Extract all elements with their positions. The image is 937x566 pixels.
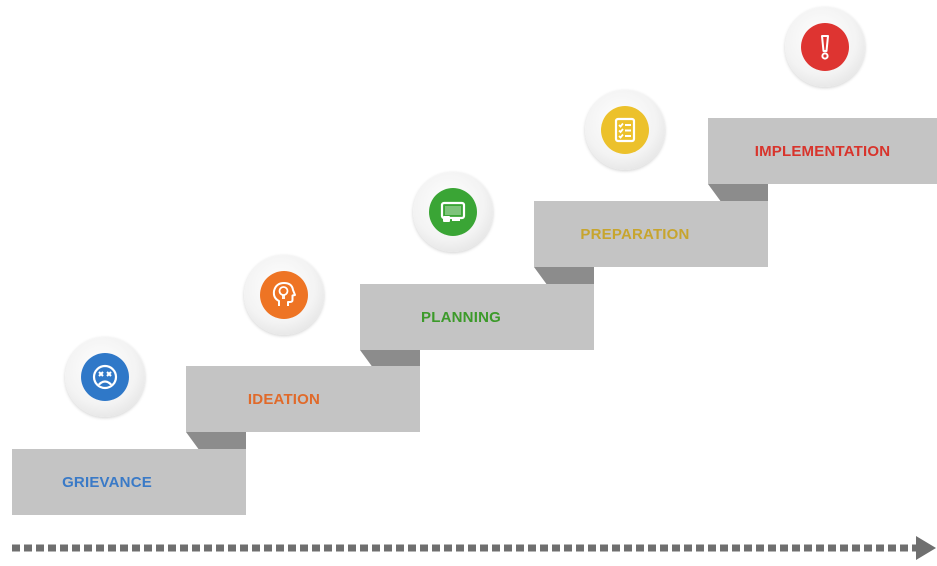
exclamation-icon bbox=[821, 35, 829, 60]
step-face-4 bbox=[534, 201, 768, 267]
sad-face-icon bbox=[92, 364, 118, 390]
badge-ideation bbox=[244, 255, 324, 335]
badge-planning bbox=[413, 172, 493, 252]
badge-implementation bbox=[785, 7, 865, 87]
step-face-5 bbox=[708, 118, 937, 184]
checklist-icon bbox=[614, 117, 636, 143]
step-label-preparation: PREPARATION bbox=[580, 225, 690, 243]
step-face-2 bbox=[186, 366, 420, 432]
head-lightbulb-icon bbox=[272, 282, 296, 306]
timeline-arrowhead bbox=[916, 536, 936, 560]
badge-grievance bbox=[65, 337, 145, 417]
badge-preparation bbox=[585, 90, 665, 170]
step-label-planning: PLANNING bbox=[421, 308, 501, 326]
step-label-ideation: IDEATION bbox=[247, 390, 321, 408]
step-face-1 bbox=[12, 449, 246, 515]
monitor-icon bbox=[440, 201, 466, 222]
step-face-3 bbox=[360, 284, 594, 350]
step-label-grievance: GRIEVANCE bbox=[62, 473, 152, 491]
step-label-implementation: IMPLEMENTATION bbox=[754, 142, 891, 160]
